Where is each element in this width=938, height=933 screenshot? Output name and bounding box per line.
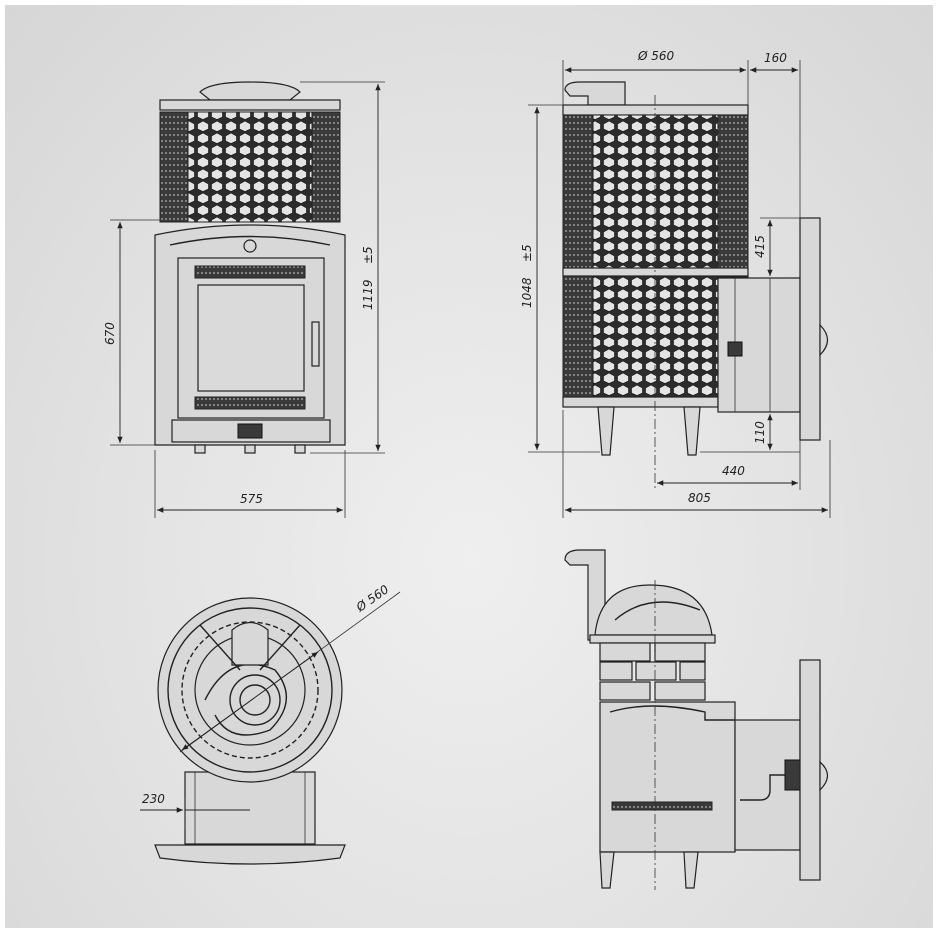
door-glass <box>197 284 305 392</box>
dimension-line-diameter <box>181 651 319 751</box>
middle-band <box>562 267 749 277</box>
dimension-110: 110 <box>753 421 767 444</box>
dimension-160: 160 <box>764 51 787 65</box>
front-panel <box>799 217 821 441</box>
upper-vent <box>194 265 306 279</box>
right-mesh-column <box>311 111 341 223</box>
dimension-670: 670 <box>103 322 117 345</box>
top-plate <box>589 634 716 644</box>
dimension-440: 440 <box>722 464 745 478</box>
chimney <box>564 81 626 106</box>
bottom-band <box>562 396 719 408</box>
dimension-1119: 1119 <box>361 279 375 310</box>
front-panel <box>154 844 346 865</box>
front-panel <box>799 659 821 881</box>
dimension-805: 805 <box>688 491 711 505</box>
lower-vent <box>194 396 306 410</box>
tolerance-1119: ±5 <box>361 246 375 264</box>
top-view: Ø 560 230 <box>140 582 401 865</box>
chimney-cap <box>199 81 301 101</box>
leg <box>683 406 701 456</box>
tolerance-1048: ±5 <box>520 244 534 262</box>
firebox <box>599 701 736 853</box>
dimension-diameter-560: Ø 560 <box>353 582 392 615</box>
dome <box>594 584 713 636</box>
dimension-diameter-560: Ø 560 <box>637 49 675 63</box>
leg <box>244 444 256 454</box>
stone-mesh <box>592 114 719 406</box>
chimney-top <box>231 621 269 666</box>
dimension-230: 230 <box>142 792 165 806</box>
top-plate <box>562 104 749 116</box>
leg <box>194 444 206 454</box>
dimension-415: 415 <box>753 235 767 258</box>
dimension-1048: 1048 <box>520 277 534 308</box>
stones <box>599 642 706 701</box>
leg <box>294 444 306 454</box>
chimney <box>564 549 606 641</box>
side-view: Ø 560 160 1048 ±5 415 110 440 805 <box>520 49 831 518</box>
dimension-575: 575 <box>240 492 263 506</box>
left-mesh-column <box>159 111 189 223</box>
leg <box>683 851 699 889</box>
stone-mesh <box>187 111 313 223</box>
leg <box>597 406 615 456</box>
leg <box>599 851 615 889</box>
damper-knob <box>243 239 257 253</box>
front-view: 670 1119 ±5 575 <box>103 81 385 518</box>
top-plate <box>159 99 341 111</box>
fire-tunnel <box>184 771 316 845</box>
door-handle <box>311 321 320 367</box>
section-view <box>564 549 829 890</box>
